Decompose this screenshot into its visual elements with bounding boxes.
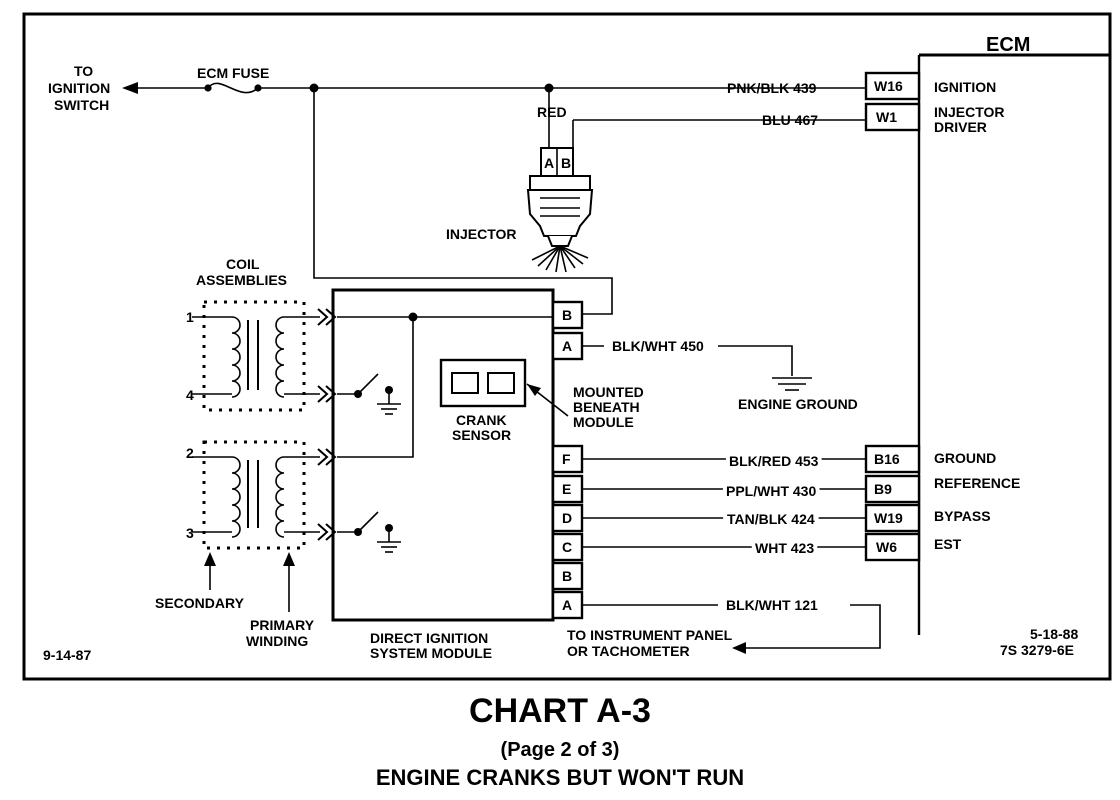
ground-wire-label: BLK/WHT 450 [612,338,704,354]
module-pin-f: F [562,451,571,467]
coil-2 [192,440,320,550]
function-est: EST [934,536,962,552]
coil-title-line2: ASSEMBLIES [196,272,287,288]
function-bypass: BYPASS [934,508,991,524]
function-driver: DRIVER [934,119,987,135]
pin-b9-label: B9 [874,481,892,497]
wire-label-w19: TAN/BLK 424 [727,511,815,527]
wire-label-b9: PPL/WHT 430 [726,483,816,499]
to-ignition-line3: SWITCH [54,97,109,113]
coil-connectors [317,308,337,541]
code-right: 7S 3279-6E [1000,642,1074,658]
pin-b16 [864,444,921,474]
module-pin-e: E [562,481,571,497]
injector-pin-b: B [561,155,571,171]
mounted-line2: BENEATH [573,399,640,415]
coil-terminal-1: 1 [186,309,194,325]
mounted-line3: MODULE [573,414,634,430]
coil-1 [192,300,320,412]
coil-terminal-3: 3 [186,525,194,541]
mounted-line1: MOUNTED [573,384,644,400]
date-right: 5-18-88 [1030,626,1078,642]
function-injector: INJECTOR [934,104,1005,120]
coil-terminal-4: 4 [186,387,194,403]
coil-arrows [204,552,295,612]
function-ignition: IGNITION [934,79,996,95]
coil-title-line1: COIL [226,256,260,272]
pin-w19-label: W19 [874,510,903,526]
chart-subtitle: ENGINE CRANKS BUT WON'T RUN [376,765,744,790]
module-label-line1: DIRECT IGNITION [370,630,488,646]
arrow-left-icon [122,82,138,94]
module-pin-a: A [562,597,572,613]
function-reference: REFERENCE [934,475,1020,491]
injector [526,88,594,273]
crank-sensor-line2: SENSOR [452,427,511,443]
wire-label-w1: BLU 467 [762,112,818,128]
module-pin-top-b-label: B [562,307,572,323]
module-pin-d: D [562,510,572,526]
tach-wire [582,604,881,654]
to-ignition-line1: TO [74,63,93,79]
primary-label-line1: PRIMARY [250,617,315,633]
dis-module [331,288,569,622]
wire-label-w16: PNK/BLK 439 [727,80,817,96]
module-pin-b: B [562,568,572,584]
to-ignition-line2: IGNITION [48,80,110,96]
pin-w19 [864,503,921,533]
coil-terminal-2: 2 [186,445,194,461]
injector-wire-red: RED [537,104,567,120]
pin-w1-label: W1 [876,109,897,125]
tach-wire-label: BLK/WHT 121 [726,597,818,613]
primary-label-line2: WINDING [246,633,308,649]
module-pin-top-b [551,300,584,330]
tach-line2: OR TACHOMETER [567,643,690,659]
injector-pin-a: A [544,155,554,171]
function-ground: GROUND [934,450,996,466]
pin-w6 [864,532,921,562]
chart-page: (Page 2 of 3) [501,739,620,761]
module-label-line2: SYSTEM MODULE [370,645,492,661]
pin-b9 [864,474,921,504]
module-bottom-pins [551,444,584,620]
pin-b16-label: B16 [874,451,900,467]
ecm-title: ECM [986,34,1030,56]
ecm-fuse-label: ECM FUSE [197,65,269,81]
module-pin-c: C [562,539,572,555]
date-left: 9-14-87 [43,647,91,663]
ecm-wires [582,458,866,548]
diagram-frame [22,12,1112,681]
pin-w1 [864,102,921,132]
pin-w16 [864,71,921,101]
engine-ground-label: ENGINE GROUND [738,396,858,412]
pin-w16-label: W16 [874,78,903,94]
tach-line1: TO INSTRUMENT PANEL [567,627,733,643]
injector-label: INJECTOR [446,226,517,242]
wire-label-b16: BLK/RED 453 [729,453,819,469]
chart-title: CHART A-3 [469,692,651,730]
module-pin-top-a-label: A [562,338,572,354]
crank-sensor-line1: CRANK [456,412,507,428]
secondary-label: SECONDARY [155,595,245,611]
wire-label-w6: WHT 423 [755,540,814,556]
pin-w6-label: W6 [876,539,897,555]
